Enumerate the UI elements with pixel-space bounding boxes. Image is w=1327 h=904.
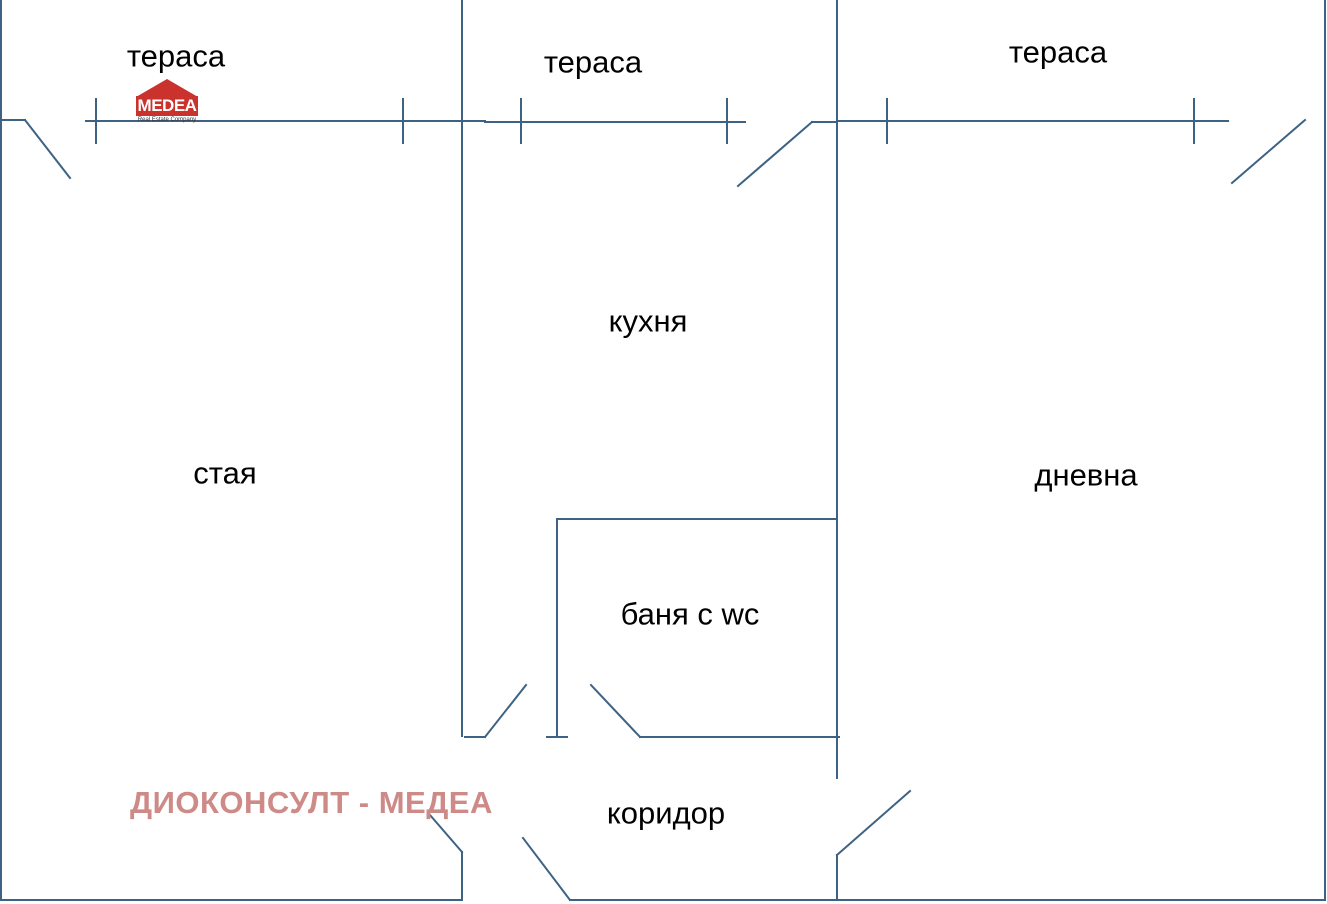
door-terrace-middle [736,120,814,188]
door-entrance [521,836,572,902]
door-living [835,789,912,857]
room-label-bathroom: баня с wc [620,596,760,632]
room-label-terrace-middle: тераса [543,44,643,80]
door-room [428,813,464,854]
room-label-kitchen: кухня [608,303,688,339]
room-label-terrace-left: тераса [126,38,226,74]
room-label-terrace-right: тераса [1008,34,1108,70]
door-kitchen [483,683,528,739]
watermark-text: ДИОКОНСУЛТ - МЕДЕА [130,785,493,820]
door-terrace-right [1230,118,1307,185]
door-bathroom [589,683,642,739]
logo-name: MEDEA [136,96,198,116]
room-label-corridor: коридор [606,795,726,831]
door-terrace-left [23,118,72,180]
logo-subtitle: Real Estate Company [137,117,197,123]
medea-logo: MEDEA Real Estate Company [136,79,198,133]
logo-roof-icon [136,79,198,97]
room-label-room: стая [193,455,257,491]
room-label-living-room: дневна [1034,457,1138,493]
